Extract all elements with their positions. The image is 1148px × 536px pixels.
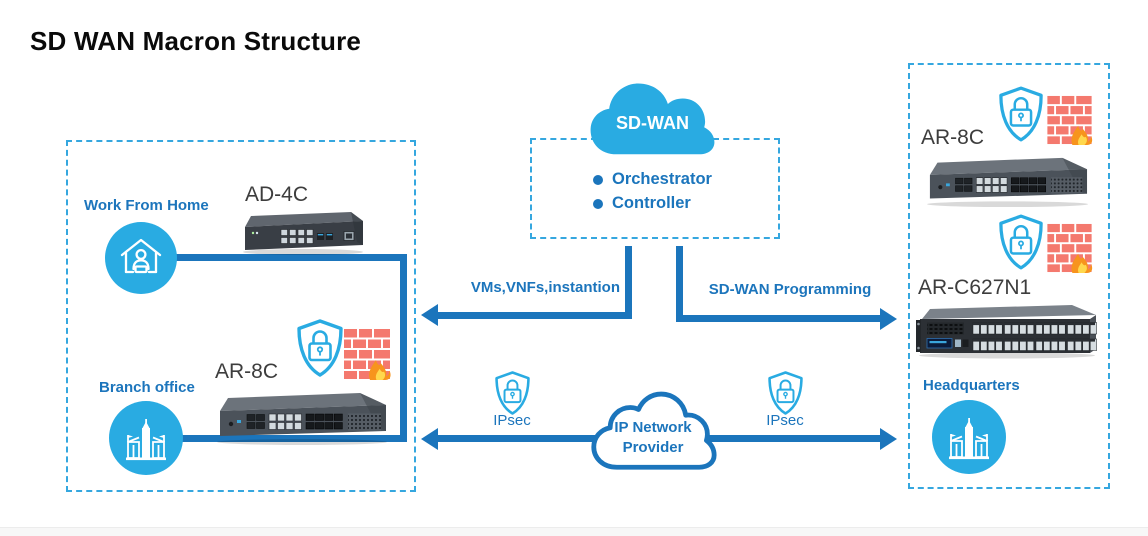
branch-office-badge — [109, 401, 183, 475]
ipsec-arrowhead-right-icon — [880, 428, 897, 450]
headquarters-label: Headquarters — [923, 377, 1020, 394]
work-from-home-badge — [105, 222, 177, 294]
vms-arrow-vertical-segment — [625, 246, 632, 319]
page-title: SD WAN Macron Structure — [30, 26, 362, 56]
ipsec-arrowhead-left-icon — [421, 428, 438, 450]
work-from-home-label: Work From Home — [84, 197, 209, 214]
headquarters-badge — [932, 400, 1006, 474]
ad4c-device-label: AD-4C — [245, 183, 309, 206]
vms-arrowhead-left-icon — [421, 304, 438, 326]
firewall-icon — [1046, 223, 1093, 273]
bullet-icon — [593, 198, 603, 209]
firewall-icon — [343, 328, 391, 380]
programming-arrow-horizontal-segment — [676, 315, 880, 322]
ip-network-provider-label: IP Network Provider — [588, 418, 718, 458]
branch-zone-box — [66, 140, 416, 492]
arc627n1-device-image — [914, 303, 1100, 359]
shield-lock-icon — [998, 214, 1044, 270]
branch-vertical-connector-line — [400, 254, 407, 442]
house-person-icon — [118, 235, 164, 281]
headquarters-zone-box — [908, 63, 1110, 489]
programming-arrow-vertical-segment — [676, 246, 683, 322]
programming-link-label: SD-WAN Programming — [708, 281, 872, 298]
ad4c-device-image — [237, 208, 370, 256]
ar8c-right-device-label: AR-8C — [921, 126, 985, 149]
ipsec-left-label: IPsec — [493, 412, 531, 429]
bullet-icon — [593, 174, 603, 185]
orchestrator-label: Orchestrator — [612, 170, 712, 188]
work-from-home-link-line — [141, 254, 404, 261]
firewall-icon — [1046, 95, 1093, 145]
controller-list-item: Controller — [593, 194, 691, 213]
ip-network-line2: Provider — [622, 439, 684, 456]
shield-lock-icon — [296, 319, 344, 377]
ar8c-left-device-image — [210, 390, 395, 446]
ar8c-left-device-label: AR-8C — [215, 360, 279, 383]
orchestrator-list-item: Orchestrator — [593, 170, 712, 189]
branch-building-icon — [123, 415, 169, 461]
vms-link-label: VMs,VNFs,instantion — [470, 279, 620, 296]
ar8c-right-device-image — [916, 155, 1100, 208]
headquarters-building-icon — [946, 414, 992, 460]
ipsec-right-label: IPsec — [766, 412, 804, 429]
sdwan-cloud-label: SD-WAN — [616, 113, 689, 133]
programming-arrowhead-right-icon — [880, 308, 897, 330]
controller-label: Controller — [612, 194, 691, 212]
shield-lock-icon — [998, 86, 1044, 142]
vms-arrow-horizontal-segment — [438, 312, 632, 319]
branch-office-label: Branch office — [99, 379, 195, 396]
ip-network-line1: IP Network — [614, 419, 692, 436]
ipsec-shield-right-icon — [767, 371, 804, 415]
bottom-strip — [0, 527, 1148, 536]
branch-office-link-line — [141, 435, 404, 442]
ipsec-shield-left-icon — [494, 371, 531, 415]
arc627n1-device-label: AR-C627N1 — [918, 276, 1032, 299]
